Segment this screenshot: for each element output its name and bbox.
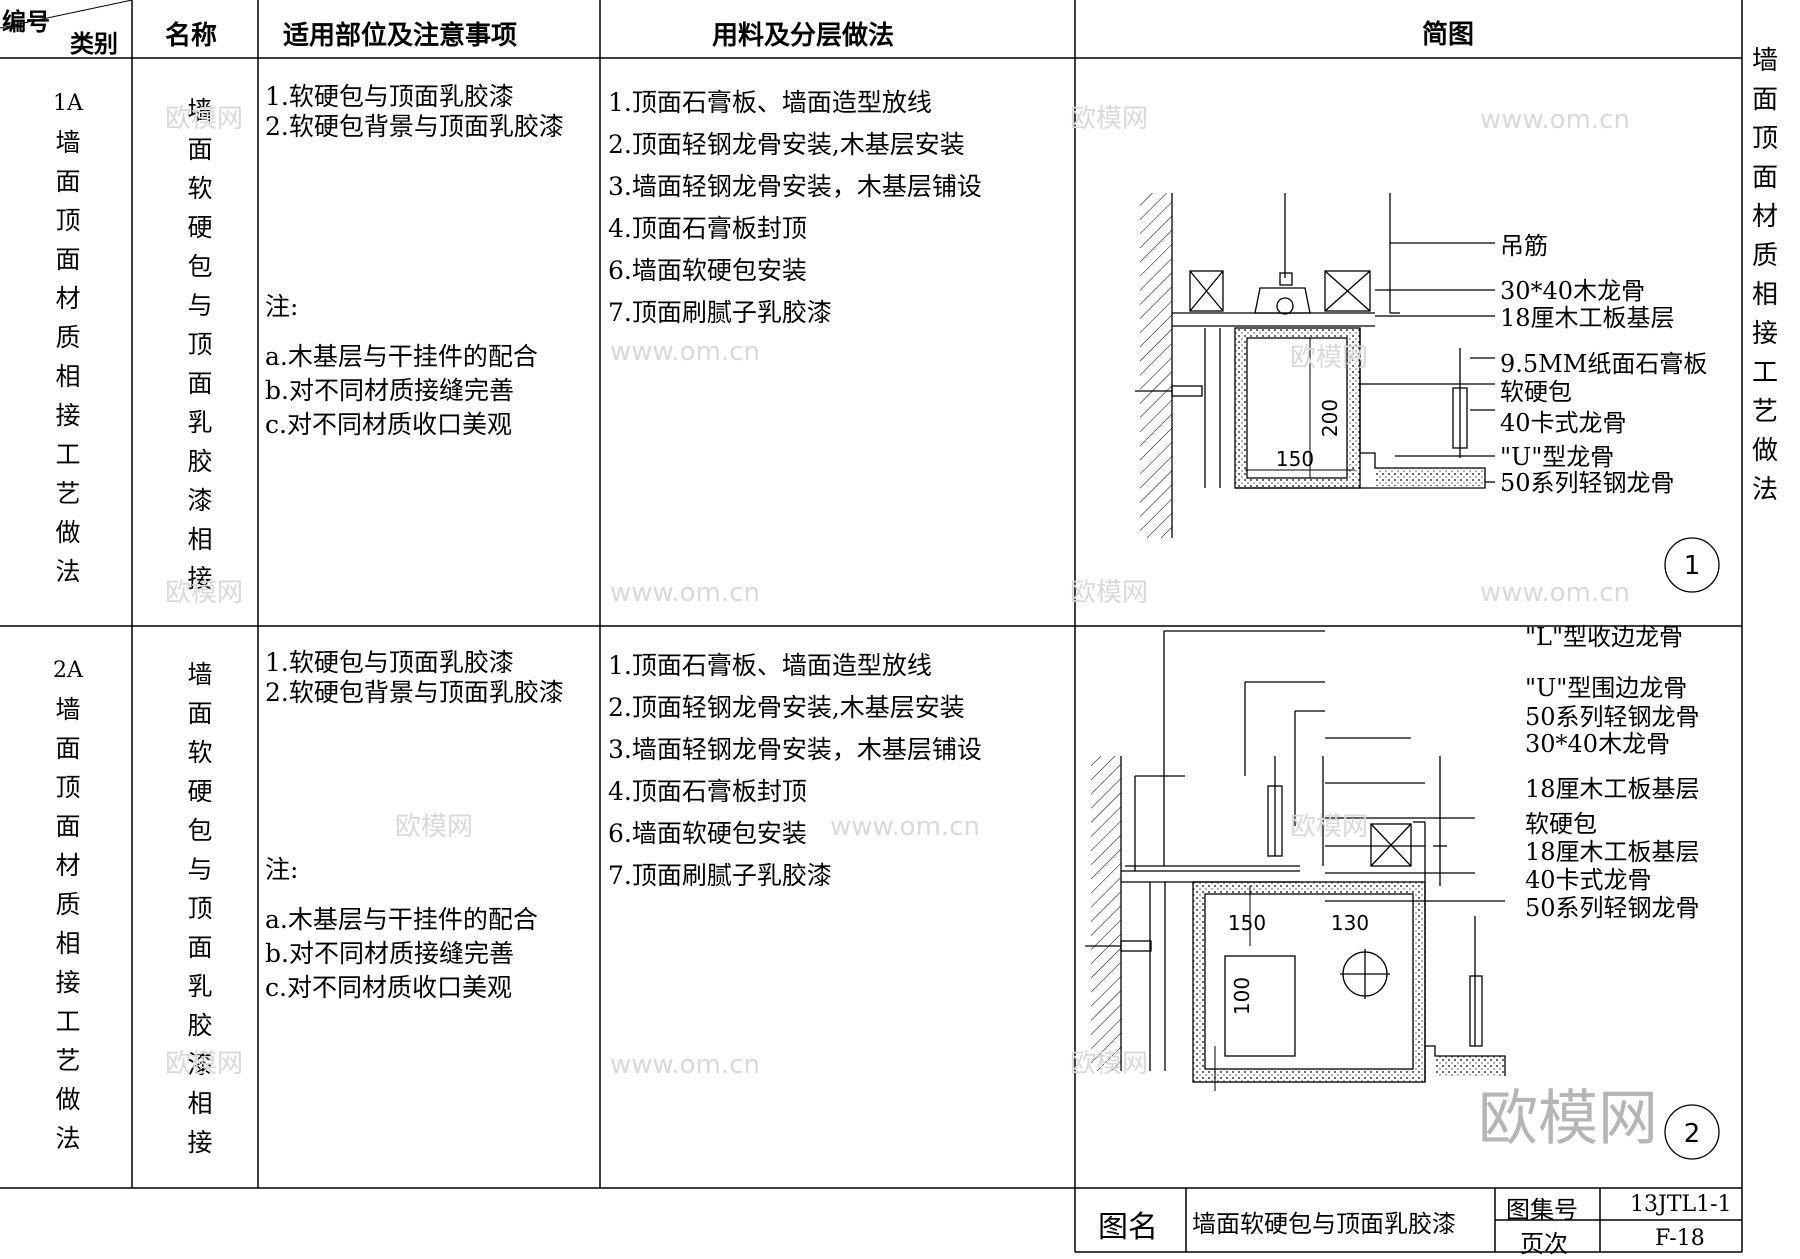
row1-dim-200: 200 bbox=[1318, 399, 1342, 437]
row1-label-6: "U"型龙骨 bbox=[1500, 443, 1615, 471]
row2-code: 2A 墙面顶面材质相接工艺做法 bbox=[53, 658, 83, 1153]
header-name: 名称 bbox=[165, 21, 218, 51]
watermark: www.om.cn bbox=[1480, 578, 1630, 608]
row1-label-2: 18厘木工板基层 bbox=[1500, 304, 1675, 332]
row2-note-label: 注: bbox=[265, 855, 299, 884]
row2-label-0: "L"型收边龙骨 bbox=[1525, 623, 1684, 651]
row1-label-0: 吊筋 bbox=[1500, 232, 1548, 260]
row2-name: 墙面软硬包与顶面乳胶漆相接 bbox=[187, 660, 213, 1157]
row1-marker: 1 bbox=[1684, 551, 1701, 581]
watermark: www.om.cn bbox=[610, 578, 760, 608]
row1-label-4: 软硬包 bbox=[1500, 378, 1572, 406]
row1-code: 1A 墙面顶面材质相接工艺做法 bbox=[53, 91, 83, 586]
watermark: 欧模网 bbox=[1070, 1049, 1149, 1079]
watermark: www.om.cn bbox=[610, 1050, 760, 1080]
row2-dim-150: 150 bbox=[1228, 911, 1266, 935]
atlas-number: 13JTL1-1 bbox=[1630, 1192, 1732, 1217]
drawing-title: 墙面软硬包与顶面乳胶漆 bbox=[1192, 1210, 1456, 1238]
page-label: 页次 bbox=[1520, 1230, 1568, 1258]
row1-label-1: 30*40木龙骨 bbox=[1500, 277, 1646, 305]
watermark: 欧模网 bbox=[165, 1049, 244, 1079]
watermark: www.om.cn bbox=[1480, 105, 1630, 135]
header-sketch: 简图 bbox=[1422, 20, 1475, 50]
header-code: 编号 bbox=[2, 8, 50, 36]
brand-watermark: 欧模网 bbox=[1478, 1084, 1658, 1154]
row2-label-6: 18厘木工板基层 bbox=[1525, 838, 1700, 866]
row2-label-3: 30*40木龙骨 bbox=[1525, 730, 1671, 758]
watermark: 欧模网 bbox=[165, 104, 244, 134]
page-number: F-18 bbox=[1655, 1226, 1705, 1251]
header-method: 用料及分层做法 bbox=[712, 21, 895, 51]
row1-label-3: 9.5MM纸面石膏板 bbox=[1500, 350, 1708, 378]
row2-label-5: 软硬包 bbox=[1525, 810, 1597, 838]
row1-dim-150: 150 bbox=[1276, 447, 1314, 471]
row1-label-5: 40卡式龙骨 bbox=[1500, 409, 1627, 437]
header-category: 类别 bbox=[70, 30, 118, 58]
row2-label-7: 40卡式龙骨 bbox=[1525, 866, 1652, 894]
row2-label-2: 50系列轻钢龙骨 bbox=[1525, 703, 1700, 731]
watermark: 欧模网 bbox=[165, 578, 244, 608]
row2-sketch: 150 130 100 2 bbox=[1085, 630, 1720, 1160]
side-title: 墙面顶面材质相接工艺做法 bbox=[1751, 46, 1778, 505]
row2-dim-130: 130 bbox=[1331, 911, 1369, 935]
row1-label-7: 50系列轻钢龙骨 bbox=[1500, 469, 1675, 497]
header-notes: 适用部位及注意事项 bbox=[283, 21, 518, 51]
watermark: 欧模网 bbox=[1070, 104, 1149, 134]
watermark: www.om.cn bbox=[610, 337, 760, 367]
row2-dim-100: 100 bbox=[1230, 977, 1254, 1015]
atlas-label: 图集号 bbox=[1506, 1196, 1578, 1224]
row1-sketch: 200 150 1 bbox=[1135, 193, 1720, 593]
watermark: 欧模网 bbox=[1070, 578, 1149, 608]
row2-label-1: "U"型围边龙骨 bbox=[1525, 674, 1688, 702]
row2-label-8: 50系列轻钢龙骨 bbox=[1525, 894, 1700, 922]
title-label: 图名 bbox=[1098, 1210, 1158, 1245]
watermark: 欧模网 bbox=[1290, 812, 1369, 842]
row1-name: 墙面软硬包与顶面乳胶漆相接 bbox=[187, 96, 213, 593]
watermark: 欧模网 bbox=[395, 812, 474, 842]
row2-marker: 2 bbox=[1684, 1119, 1701, 1149]
watermark: www.om.cn bbox=[830, 812, 980, 842]
row2-label-4: 18厘木工板基层 bbox=[1525, 775, 1700, 803]
watermark: 欧模网 bbox=[1290, 343, 1369, 373]
row1-note-label: 注: bbox=[265, 292, 299, 321]
